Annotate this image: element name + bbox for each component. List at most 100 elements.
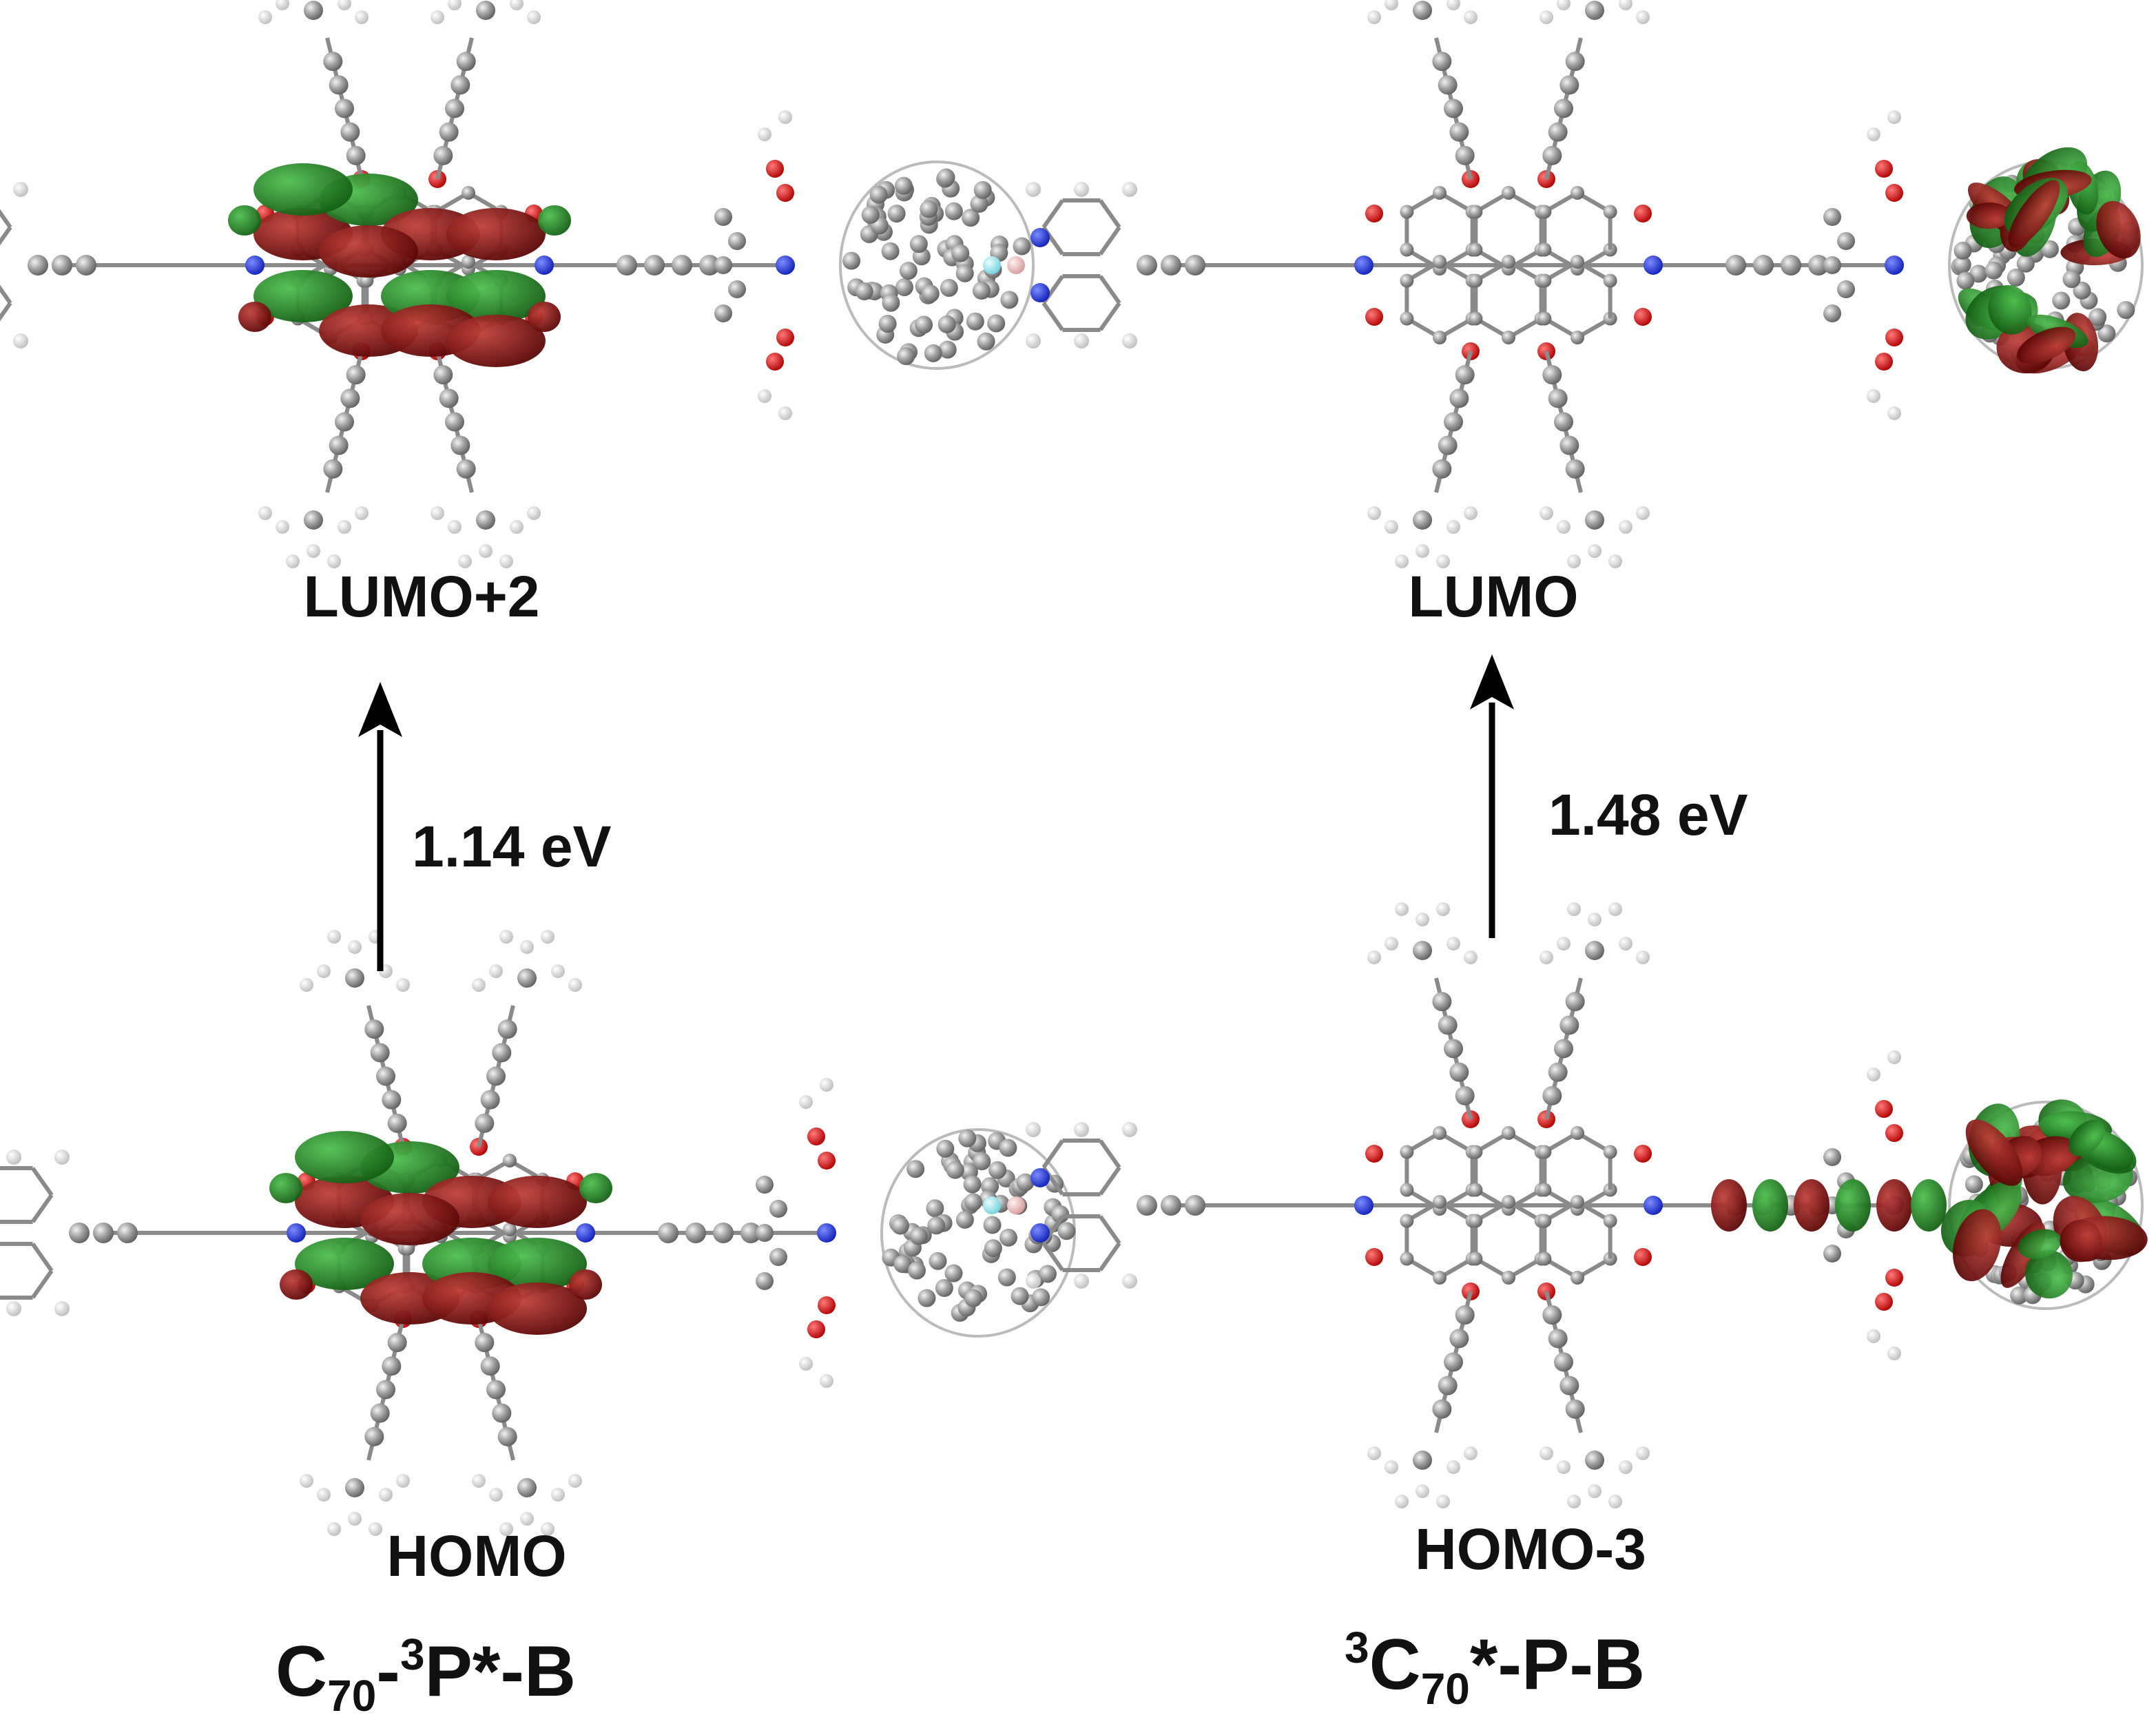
carbon-atom: [973, 1152, 991, 1171]
hydrogen-atom: [820, 1374, 833, 1388]
hydrogen-atom: [1464, 950, 1478, 964]
carbon-atom: [456, 52, 476, 72]
orbital-lobe-negative: [295, 1131, 394, 1183]
carbon-atom: [1413, 1451, 1432, 1470]
carbon-atom: [1469, 1183, 1483, 1197]
hydrogen-atom: [1567, 554, 1581, 568]
carbon-atom: [450, 435, 470, 455]
carbon-atom: [1781, 255, 1801, 276]
carbon-atom: [1554, 98, 1573, 118]
carbon-atom: [1444, 98, 1463, 118]
carbon-atom: [382, 1356, 402, 1376]
orbital-lobe-positive: [1965, 1119, 2023, 1186]
carbon-atom: [769, 1248, 787, 1266]
carbon-atom: [1455, 365, 1475, 385]
oxygen-atom: [776, 184, 794, 202]
carbon-atom: [445, 412, 464, 432]
orbital-lobe-positive: [488, 1176, 587, 1228]
carbon-atom: [1823, 208, 1841, 226]
orbital-lobe-positive: [1794, 1179, 1830, 1232]
carbon-atom: [1400, 311, 1414, 326]
carbon-atom: [1444, 1352, 1463, 1372]
carbon-atom: [966, 312, 984, 331]
hydrogen-atom: [348, 1512, 362, 1526]
oxygen-atom: [818, 1152, 836, 1170]
oxygen-atom: [776, 329, 794, 346]
molecule-homo-3: [983, 902, 2148, 1508]
carbon-atom: [1449, 388, 1469, 408]
hydrogen-atom: [1436, 902, 1450, 916]
hydrogen-atom: [527, 506, 541, 520]
carbon-atom: [1548, 122, 1568, 142]
carbon-atom: [1502, 186, 1515, 200]
carbon-atom: [897, 347, 915, 366]
hydrogen-atom: [1608, 554, 1622, 568]
bond: [1099, 302, 1121, 331]
carbon-atom: [387, 1113, 407, 1133]
carbon-atom: [955, 264, 974, 282]
carbon-atom: [346, 365, 366, 385]
hydrogen-atom: [327, 1522, 341, 1536]
hydrogen-atom: [758, 389, 771, 403]
carbon-atom: [887, 205, 906, 223]
hydrogen-atom: [1074, 1122, 1089, 1137]
hydrogen-atom: [369, 1522, 382, 1536]
hydrogen-atom: [520, 940, 534, 954]
hydrogen-atom: [1608, 1495, 1622, 1508]
hydrogen-atom: [1608, 902, 1622, 916]
hydrogen-atom: [1026, 333, 1041, 349]
carbon-atom: [1432, 992, 1452, 1012]
carbon-atom: [1432, 459, 1452, 479]
hydrogen-atom: [1447, 0, 1460, 10]
bond: [1041, 199, 1064, 229]
bond: [1041, 302, 1064, 331]
carbon-atom: [335, 412, 354, 432]
carbon-atom: [345, 1478, 364, 1497]
fluorine-atom: [983, 256, 1001, 274]
carbon-atom: [1502, 331, 1515, 344]
hydrogen-atom: [355, 10, 369, 24]
orbital-lobe-negative: [2018, 1229, 2062, 1260]
carbon-atom: [1565, 992, 1585, 1012]
carbon-atom: [714, 256, 732, 274]
hydrogen-atom: [568, 1474, 582, 1488]
hydrogen-atom: [6, 1301, 21, 1316]
carbon-atom: [926, 1199, 944, 1218]
carbon-atom: [456, 459, 476, 479]
hydrogen-atom: [1619, 0, 1632, 10]
orbital-lobe-positive: [319, 225, 418, 278]
carbon-atom: [1725, 255, 1746, 276]
carbon-atom: [2052, 291, 2071, 310]
carbon-atom: [382, 1090, 402, 1110]
carbon-atom: [977, 332, 995, 351]
carbon-atom: [1469, 311, 1483, 326]
carbon-atom: [439, 388, 459, 408]
carbon-atom: [1469, 242, 1483, 257]
nitrogen-atom: [535, 256, 554, 275]
hydrogen-atom: [1385, 520, 1398, 534]
hydrogen-atom: [1464, 1446, 1478, 1460]
carbon-atom: [1469, 273, 1483, 288]
carbon-atom: [503, 1223, 517, 1236]
orbital-lobe-negative: [228, 205, 261, 236]
carbon-atom: [1554, 1352, 1573, 1372]
energy-gap-left: 1.14 eV: [412, 814, 612, 879]
bond: [1099, 1166, 1121, 1196]
nitrogen-atom: [1354, 1196, 1374, 1215]
carbon-atom: [869, 185, 888, 204]
orbital-lobe-positive: [360, 1193, 459, 1245]
hydrogen-atom: [327, 554, 341, 568]
carbon-atom: [964, 1193, 982, 1212]
carbon-atom: [855, 282, 873, 300]
carbon-atom: [376, 1066, 395, 1086]
oxygen-atom: [1875, 353, 1893, 371]
carbon-atom: [1542, 1305, 1562, 1325]
energy-gap-right: 1.48 eV: [1548, 782, 1748, 847]
hydrogen-atom: [1367, 506, 1381, 520]
hydrogen-atom: [1588, 913, 1602, 926]
hydrogen-atom: [568, 978, 582, 992]
carbon-atom: [728, 232, 746, 250]
hydrogen-atom: [1367, 10, 1381, 24]
hydrogen-atom: [1557, 0, 1571, 10]
